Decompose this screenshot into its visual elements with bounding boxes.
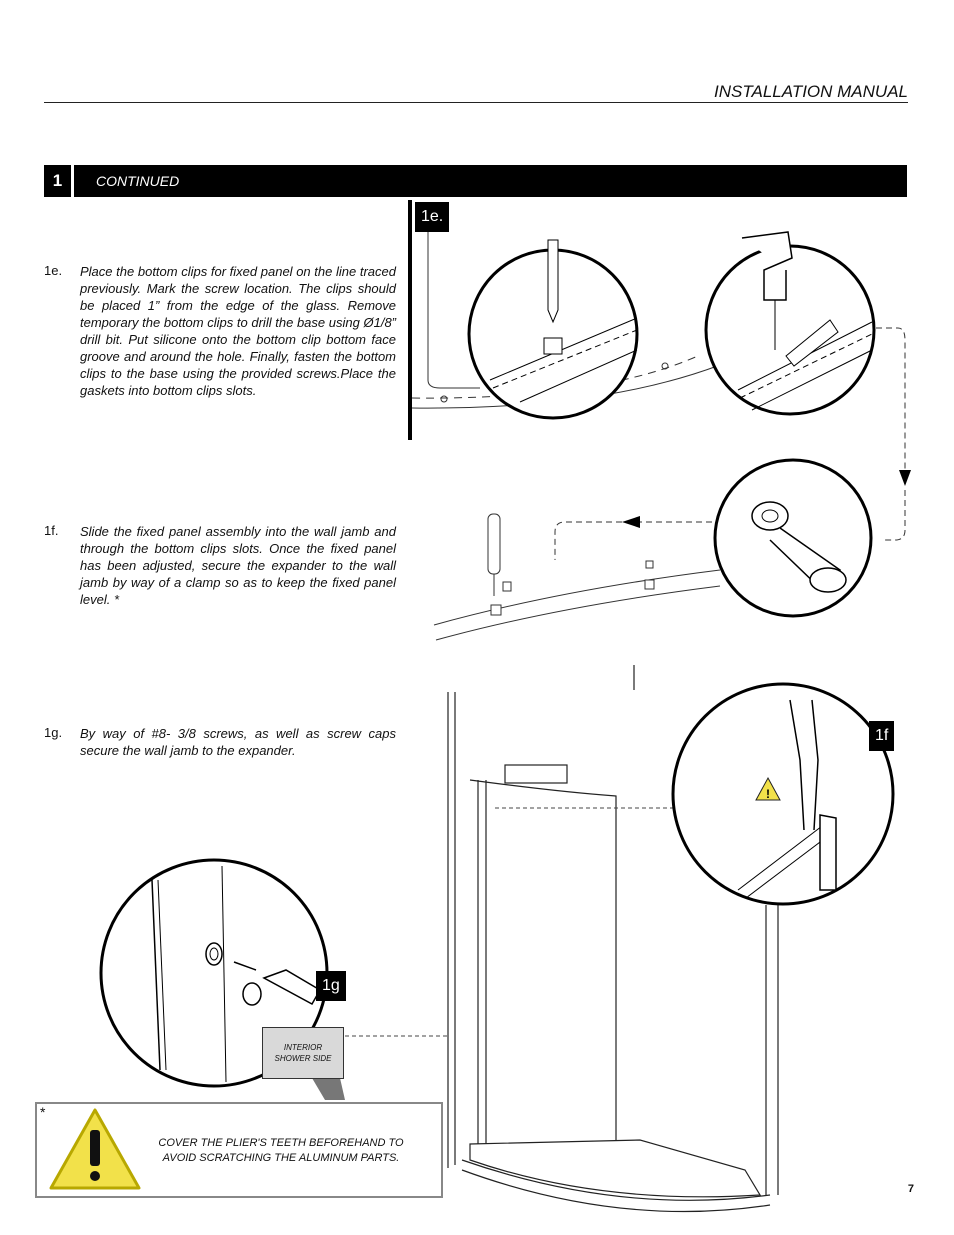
warning-asterisk: *	[40, 1104, 46, 1120]
section-number: 1	[44, 165, 74, 197]
warning-icon-small: !	[755, 776, 781, 801]
step-1f-text: Slide the fixed panel assembly into the …	[80, 524, 396, 607]
step-1g-text: By way of #8- 3/8 screws, as well as scr…	[80, 726, 396, 758]
detail-circle-marking	[467, 239, 639, 420]
detail-circle-gasket	[713, 458, 873, 618]
step-1f-number: 1f.	[44, 523, 59, 538]
interior-side-callout: INTERIOR SHOWER SIDE	[262, 1027, 344, 1079]
detail-circle-pliers	[671, 682, 895, 906]
warning-icon	[49, 1108, 141, 1190]
warning-text: COVER THE PLIER'S TEETH BEFOREHAND TO AV…	[150, 1136, 412, 1166]
step-1e-text: Place the bottom clips for fixed panel o…	[80, 264, 396, 398]
interior-label: INTERIOR	[283, 1043, 323, 1052]
svg-text:!: !	[766, 787, 770, 801]
shower-side-label: SHOWER SIDE	[274, 1054, 332, 1063]
step-1g-number: 1g.	[44, 725, 63, 740]
section-label: CONTINUED	[96, 173, 180, 189]
arrow-down-icon	[899, 470, 911, 486]
step-1e-number: 1e.	[44, 263, 63, 278]
manual-title: INSTALLATION MANUAL	[714, 82, 908, 101]
section-bar	[44, 165, 907, 197]
shower-assembly	[447, 665, 779, 1213]
detail-circle-silicone	[704, 231, 876, 416]
warning-line-1: COVER THE PLIER'S TEETH BEFOREHAND TO	[158, 1137, 404, 1149]
figure-tag-1f: 1f	[869, 721, 895, 751]
base-curve-1f	[433, 513, 721, 641]
callout-pointer	[312, 1078, 345, 1100]
figure-tag-1e: 1e.	[415, 202, 450, 232]
figure-tag-1g: 1g	[316, 971, 346, 1001]
arrow-left-icon	[622, 516, 640, 528]
warning-line-2: AVOID SCRATCHING THE ALUMINUM PARTS.	[162, 1152, 400, 1164]
page-number: 7	[907, 1183, 914, 1195]
warning-box	[35, 1102, 443, 1198]
figure-divider	[408, 200, 412, 440]
connector-arrows	[554, 327, 906, 560]
header-rule	[44, 102, 908, 103]
